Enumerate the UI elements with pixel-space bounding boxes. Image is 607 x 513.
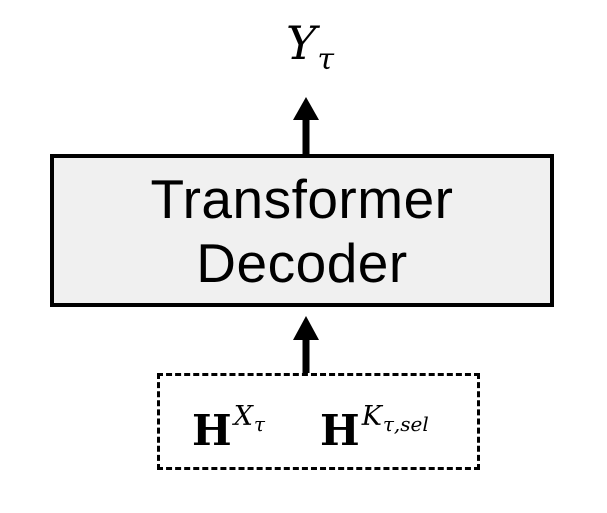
output-subscript: τ: [317, 42, 334, 77]
input-2-superscript-subscript: τ,sel: [382, 412, 429, 436]
input-h-k-tau-sel: HKτ,sel: [320, 401, 429, 455]
output-symbol: Y: [286, 16, 317, 70]
decoder-label-line-2: Decoder: [196, 231, 408, 294]
input-features-box: HXτ HKτ,sel: [157, 373, 480, 470]
input-2-superscript: Kτ,sel: [361, 401, 429, 436]
transformer-decoder-box: Transformer Decoder: [50, 154, 554, 307]
top-arrow: [293, 97, 319, 154]
input-2-base: H: [320, 406, 360, 455]
input-1-base: H: [192, 406, 232, 455]
input-1-superscript-subscript: τ: [253, 412, 265, 436]
decoder-label-line-1: Transformer: [150, 167, 454, 230]
input-h-x-tau: HXτ: [192, 401, 265, 455]
input-1-superscript: Xτ: [233, 401, 265, 436]
bottom-arrow: [293, 316, 319, 373]
input-1-superscript-symbol: X: [233, 401, 253, 432]
input-2-superscript-symbol: K: [361, 401, 382, 432]
output-label-y-tau: Yτ: [260, 18, 360, 85]
